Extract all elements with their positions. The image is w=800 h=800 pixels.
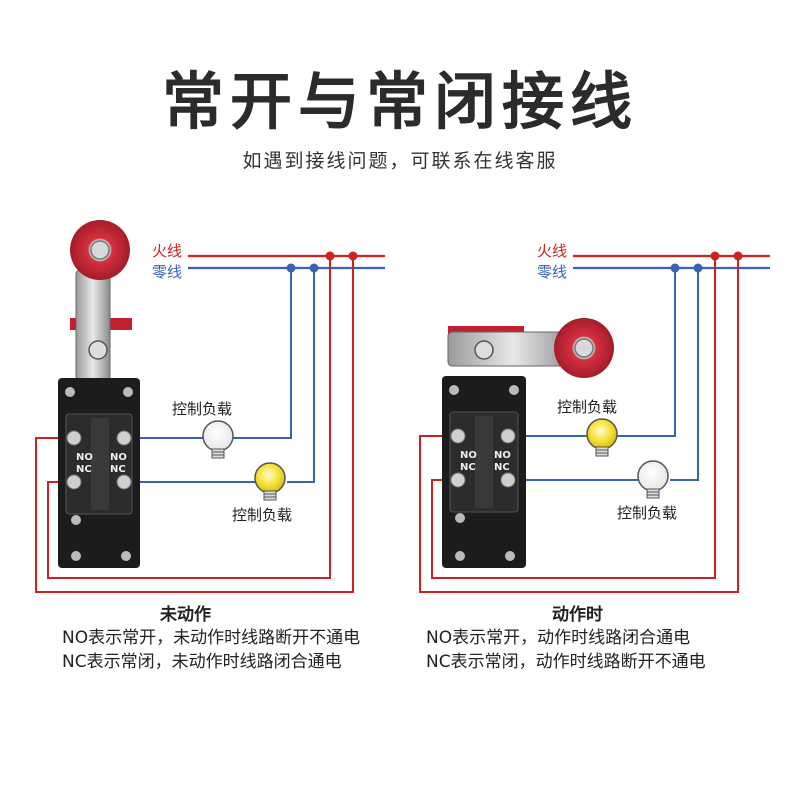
right-panel: 火线 零线 NO NC NO NC <box>419 242 770 593</box>
live-loop-outer <box>419 256 739 593</box>
neutral-drop-top <box>617 268 676 437</box>
nc-label: NC <box>76 464 92 475</box>
no-label: NO <box>494 450 511 461</box>
nc-label: NC <box>110 464 126 475</box>
contact-divider <box>475 416 493 508</box>
no-label: NO <box>110 452 127 463</box>
roller-axle <box>90 240 110 260</box>
load-label-bottom: 控制负载 <box>232 506 292 524</box>
bulb-off-icon <box>202 420 234 459</box>
load-label-bottom: 控制负载 <box>617 504 677 522</box>
roller-axle <box>574 338 594 358</box>
screw-icon <box>509 385 519 395</box>
screw-icon <box>71 515 81 525</box>
screw-icon <box>450 428 466 444</box>
live-label: 火线 <box>152 242 182 260</box>
screw-icon <box>65 387 75 397</box>
left-panel: 火线 零线 NO N <box>35 220 385 593</box>
live-label: 火线 <box>537 242 567 260</box>
nc-label: NC <box>494 462 510 473</box>
screw-icon <box>450 472 466 488</box>
left-state-title: 未动作 <box>160 605 211 625</box>
neutral-label: 零线 <box>537 263 567 281</box>
neutral-drop-bottom <box>670 268 699 481</box>
bulb-on-icon <box>254 462 286 501</box>
screw-icon <box>500 472 516 488</box>
page-title: 常开与常闭接线 <box>161 65 638 138</box>
bulb-on-icon <box>586 418 618 457</box>
load-label-top: 控制负载 <box>172 400 232 418</box>
screw-icon <box>66 430 82 446</box>
screw-icon <box>505 551 515 561</box>
live-loop-outer <box>35 256 354 593</box>
right-note-nc: NC表示常闭，动作时线路断开不通电 <box>426 652 706 672</box>
screw-icon <box>121 551 131 561</box>
page-subtitle: 如遇到接线问题，可联系在线客服 <box>242 150 558 172</box>
neutral-drop-bottom <box>287 268 315 483</box>
neutral-drop-top <box>233 268 292 439</box>
screw-icon <box>116 430 132 446</box>
lever-pivot <box>474 340 494 360</box>
lever-pivot <box>88 340 108 360</box>
no-label: NO <box>460 450 477 461</box>
screw-icon <box>66 474 82 490</box>
neutral-label: 零线 <box>152 263 182 281</box>
screw-icon <box>123 387 133 397</box>
screw-icon <box>500 428 516 444</box>
no-label: NO <box>76 452 93 463</box>
left-note-nc: NC表示常闭，未动作时线路闭合通电 <box>62 652 342 672</box>
screw-icon <box>71 551 81 561</box>
right-note-no: NO表示常开，动作时线路闭合通电 <box>426 628 691 648</box>
lever-arm <box>75 269 111 381</box>
screw-icon <box>116 474 132 490</box>
left-note-no: NO表示常开，未动作时线路断开不通电 <box>62 628 361 648</box>
live-loop-inner <box>47 256 331 579</box>
right-state-title: 动作时 <box>552 605 603 625</box>
bulb-off-icon <box>637 460 669 499</box>
live-loop-inner <box>431 256 716 579</box>
screw-icon <box>455 513 465 523</box>
screw-icon <box>449 385 459 395</box>
contact-divider <box>91 418 109 510</box>
nc-label: NC <box>460 462 476 473</box>
screw-icon <box>455 551 465 561</box>
load-label-top: 控制负载 <box>557 398 617 416</box>
